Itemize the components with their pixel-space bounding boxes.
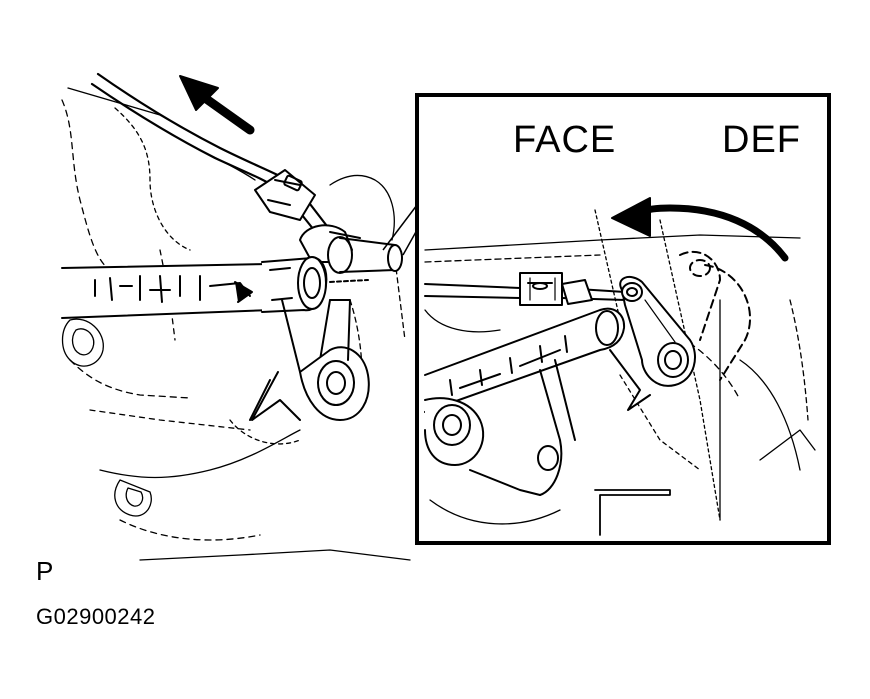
position-label: P — [36, 556, 53, 586]
figure-code: G02900242 — [36, 604, 156, 629]
pivot-pin — [299, 224, 403, 283]
inset-label-face: FACE — [513, 119, 616, 161]
barrel — [261, 256, 328, 313]
inset-cable — [424, 272, 626, 306]
callout-leader — [382, 204, 418, 256]
bracket-arm — [249, 299, 370, 421]
inset-label-def: DEF — [722, 119, 801, 161]
inset-bracket — [424, 349, 651, 496]
detail-inset: FACE DEF — [415, 93, 831, 545]
main-view — [61, 72, 411, 561]
inset-linework — [424, 197, 816, 536]
pull-direction-arrow — [179, 75, 255, 135]
rotation-arrow — [611, 197, 789, 262]
background-housing — [61, 87, 411, 561]
inset-lever — [619, 275, 696, 387]
inset-rod — [424, 307, 626, 413]
lever-ghost — [679, 250, 751, 381]
cable-clip — [254, 169, 316, 221]
